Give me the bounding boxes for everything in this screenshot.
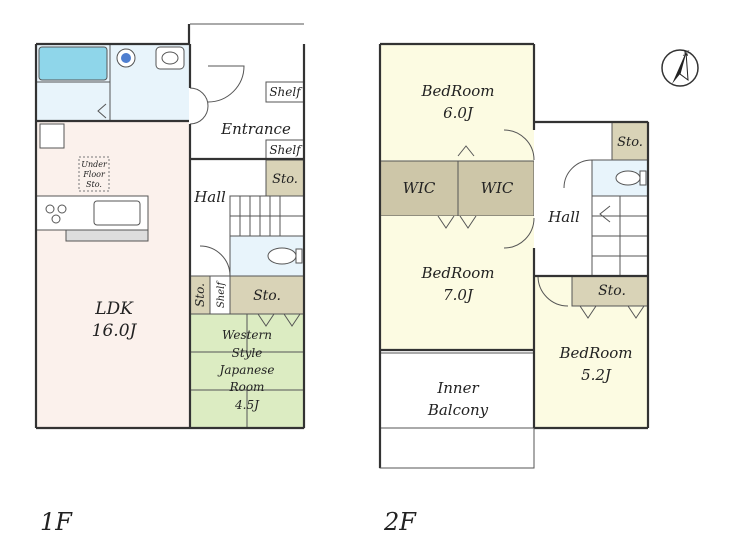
wic-left bbox=[379, 160, 459, 217]
label-sto-right: Sto. bbox=[598, 283, 626, 299]
compass bbox=[661, 49, 699, 87]
sto-right bbox=[571, 275, 649, 307]
label-balcony-2: Balcony bbox=[427, 401, 489, 419]
label-japanese-5: 4.5J bbox=[234, 398, 260, 412]
ldk-area bbox=[36, 121, 189, 428]
floor-2f bbox=[378, 42, 650, 469]
label-shelf-lower: Shelf bbox=[269, 143, 303, 157]
fridge bbox=[39, 123, 65, 149]
label-underfloor-3: Sto. bbox=[86, 180, 102, 189]
label-hall-1f: Hall bbox=[193, 188, 226, 206]
bedroom-6 bbox=[380, 44, 534, 161]
inner-balcony bbox=[379, 349, 535, 469]
label-shelf-upper: Shelf bbox=[269, 85, 303, 99]
compass-label: N bbox=[682, 50, 690, 58]
kitchen-cabinet bbox=[65, 229, 149, 242]
label-bed3-size: 5.2J bbox=[581, 366, 612, 384]
kitchen-counter bbox=[35, 195, 149, 231]
label-underfloor-2: Floor bbox=[82, 170, 106, 179]
wic-right bbox=[457, 160, 535, 217]
label-sto-vertical: Sto. bbox=[193, 283, 207, 307]
label-japanese-4: Room bbox=[229, 380, 265, 394]
label-bed2-size: 7.0J bbox=[443, 286, 474, 304]
label-wic-left: WIC bbox=[403, 179, 436, 197]
label-hall-2f: Hall bbox=[547, 208, 580, 226]
label-shelf-vertical: Shelf bbox=[216, 280, 227, 308]
label-japanese-1: Western bbox=[222, 328, 272, 342]
label-ldk-size: 16.0J bbox=[92, 321, 138, 341]
floor-1f bbox=[34, 23, 306, 430]
label-balcony-1: Inner bbox=[436, 379, 479, 397]
sto-hall bbox=[265, 159, 305, 197]
bathtub bbox=[38, 46, 108, 81]
label-ldk-name: LDK bbox=[94, 299, 134, 319]
washbasin-icon bbox=[155, 46, 185, 70]
label-sto-hall: Sto. bbox=[272, 172, 298, 187]
label-sto-top: Sto. bbox=[617, 135, 643, 150]
label-bed1-name: BedRoom bbox=[420, 82, 494, 100]
label-sto-lower: Sto. bbox=[253, 288, 281, 304]
label-underfloor-1: Under bbox=[81, 160, 108, 169]
label-bed2-name: BedRoom bbox=[420, 264, 494, 282]
bedroom-7 bbox=[380, 216, 534, 350]
floor-label-2f: 2F bbox=[383, 508, 417, 536]
label-japanese-3: Japanese bbox=[217, 363, 275, 377]
toilet-icon bbox=[267, 247, 297, 265]
label-bed3-name: BedRoom bbox=[558, 344, 632, 362]
label-entrance: Entrance bbox=[220, 120, 291, 138]
label-wic-right: WIC bbox=[481, 179, 514, 197]
floor-label-1f: 1F bbox=[40, 508, 73, 536]
label-bed1-size: 6.0J bbox=[443, 104, 474, 122]
label-japanese-2: Style bbox=[232, 346, 263, 360]
